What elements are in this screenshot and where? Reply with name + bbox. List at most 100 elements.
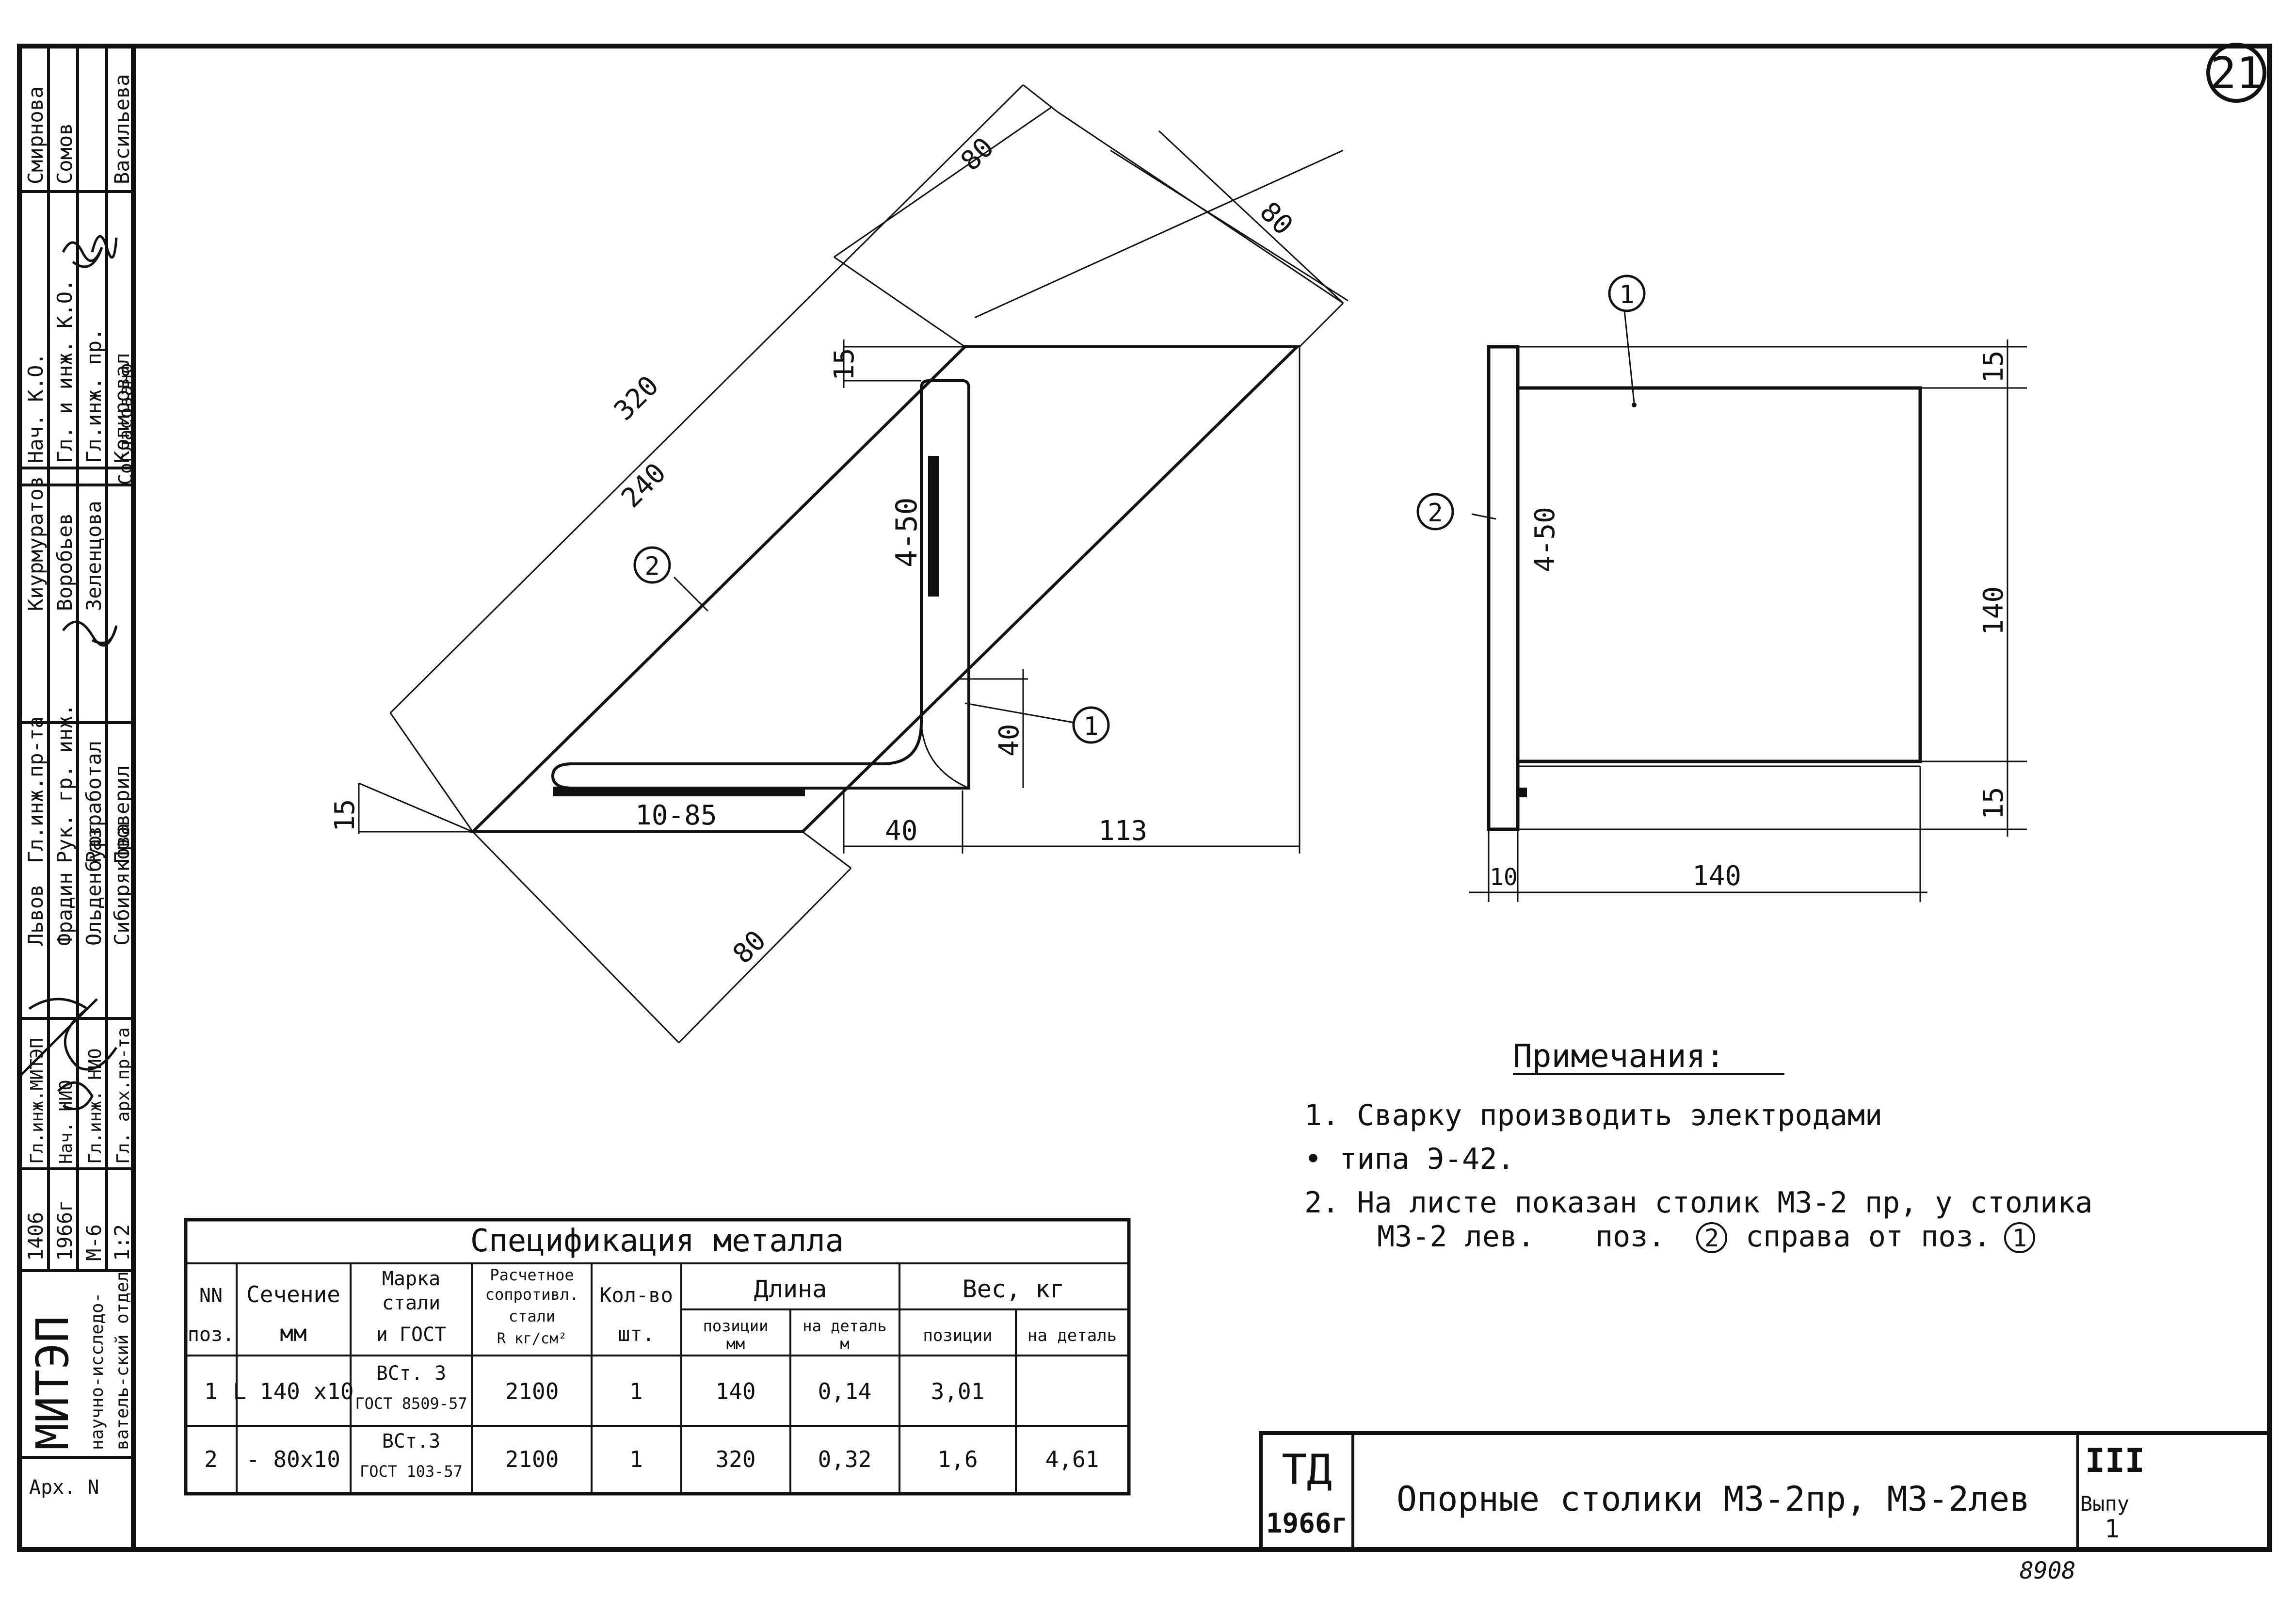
svg-text:Длина: Длина <box>754 1275 827 1303</box>
svg-text:15: 15 <box>829 348 860 381</box>
svg-text:0,14: 0,14 <box>818 1378 872 1404</box>
svg-text:Гл.инж.пр-та: Гл.инж.пр-та <box>24 716 48 863</box>
svg-text:сопротивл.: сопротивл. <box>485 1285 579 1304</box>
svg-text:Киурмуратов: Киурмуратов <box>24 476 48 611</box>
right-view-labels: 1 2 4-50 15 140 15 10 140 <box>1428 280 2009 892</box>
svg-text:15: 15 <box>1978 351 2009 383</box>
svg-text:2: 2 <box>204 1446 218 1472</box>
signature-scribbles <box>18 235 118 1111</box>
svg-text:Гл.инж. пр.: Гл.инж. пр. <box>82 328 106 463</box>
svg-text:3,01: 3,01 <box>931 1378 985 1404</box>
svg-text:ватель-ский отдел: ватель-ский отдел <box>112 1272 132 1450</box>
svg-text:240: 240 <box>615 457 672 514</box>
notes: Примечания: 1. Сварку производить электр… <box>1304 1037 2093 1254</box>
svg-text:15: 15 <box>329 799 361 832</box>
sheet-number-badge: 21 <box>2206 43 2266 103</box>
svg-text:10: 10 <box>1490 864 1518 891</box>
svg-text:2: 2 <box>644 552 659 581</box>
svg-text:Ольденбург: Ольденбург <box>82 823 106 946</box>
svg-text:1: 1 <box>1619 280 1634 309</box>
svg-text:1:2: 1:2 <box>110 1224 134 1261</box>
svg-text:Гл.инж. НИО: Гл.инж. НИО <box>85 1049 105 1164</box>
svg-text:L 140 x10: L 140 x10 <box>233 1378 353 1404</box>
svg-text:М-6: М-6 <box>82 1224 106 1261</box>
svg-text:2100: 2100 <box>505 1378 559 1404</box>
title-block-text: ТД 1966г Опорные столики М3-2пр, М3-2лев… <box>1266 1442 2145 1544</box>
svg-text:М3-2 лев.: М3-2 лев. <box>1377 1220 1535 1254</box>
left-view <box>358 84 1349 1044</box>
spec-table-title: Спецификация металла <box>470 1223 844 1259</box>
svg-text:мм: мм <box>280 1320 306 1346</box>
svg-text:Сечение: Сечение <box>246 1281 340 1307</box>
svg-text:15: 15 <box>1978 787 2009 820</box>
svg-text:40: 40 <box>994 724 1025 757</box>
svg-text:NN: NN <box>199 1285 223 1307</box>
svg-text:140: 140 <box>1692 860 1741 892</box>
svg-text:Фрадин: Фрадин <box>53 872 77 946</box>
svg-text:- 80x10: - 80x10 <box>246 1446 340 1472</box>
title-block <box>1259 1431 2271 1551</box>
svg-text:Сибирякова: Сибирякова <box>110 823 134 946</box>
svg-text:1: 1 <box>2012 1224 2027 1252</box>
svg-text:R кг/см²: R кг/см² <box>497 1330 567 1347</box>
notes-title: Примечания: <box>1513 1037 1725 1075</box>
spec-table <box>184 1218 1131 1496</box>
svg-text:ВСт.3: ВСт.3 <box>382 1430 440 1453</box>
svg-text:Нач. К.О.: Нач. К.О. <box>24 353 48 463</box>
svg-text:III: III <box>2085 1442 2145 1480</box>
svg-text:113: 113 <box>1098 815 1147 847</box>
svg-text:4-50: 4-50 <box>1529 507 1561 572</box>
right-view <box>1416 274 2027 902</box>
svg-text:справа от поз.: справа от поз. <box>1746 1220 1991 1254</box>
left-view-labels: 80 80 320 240 15 15 4-50 10-85 40 40 113… <box>329 131 1299 970</box>
note-line-1: 1. Сварку производить электродами <box>1304 1098 1882 1132</box>
svg-text:Воробьев: Воробьев <box>53 513 77 611</box>
svg-text:Нач. НИО: Нач. НИО <box>56 1080 76 1164</box>
svg-text:140: 140 <box>715 1378 755 1404</box>
spec-table-text: Спецификация металла NN поз. Сечение мм … <box>188 1223 1117 1481</box>
svg-text:Разработал: Разработал <box>82 741 106 863</box>
svg-text:4-50: 4-50 <box>890 498 924 568</box>
svg-text:1966г: 1966г <box>53 1200 77 1261</box>
svg-text:Львов: Львов <box>24 885 48 946</box>
svg-text:ВСт. 3: ВСт. 3 <box>376 1362 447 1385</box>
svg-text:позиции: позиции <box>703 1317 769 1335</box>
drawing-title: Опорные столики М3-2пр, М3-2лев <box>1397 1479 2030 1519</box>
archive-number: 8908 <box>2020 1557 2076 1584</box>
note-line-3: 2. На листе показан столик М3-2 пр, у ст… <box>1304 1186 2093 1220</box>
svg-text:2: 2 <box>1428 499 1443 528</box>
svg-text:140: 140 <box>1978 586 2009 635</box>
svg-text:1: 1 <box>629 1378 643 1404</box>
svg-text:Гл.инж.МИТЭП: Гл.инж.МИТЭП <box>27 1038 47 1164</box>
sheet-number: 21 <box>2210 48 2263 99</box>
svg-text:1: 1 <box>2104 1515 2119 1544</box>
svg-text:1966г: 1966г <box>1266 1508 1348 1539</box>
svg-text:научно-исследо-: научно-исследо- <box>87 1292 107 1450</box>
svg-text:ГОСТ 103-57: ГОСТ 103-57 <box>360 1462 463 1481</box>
svg-text:Смирнова: Смирнова <box>24 86 48 184</box>
svg-text:320: 320 <box>608 370 665 426</box>
svg-text:на деталь: на деталь <box>803 1317 886 1335</box>
svg-text:мм: мм <box>726 1335 745 1353</box>
svg-text:40: 40 <box>885 815 917 847</box>
svg-text:1: 1 <box>1083 712 1098 741</box>
svg-text:ГОСТ 8509-57: ГОСТ 8509-57 <box>355 1394 467 1413</box>
svg-text:320: 320 <box>715 1446 755 1472</box>
svg-text:Сомов: Сомов <box>53 123 77 184</box>
svg-text:Гл. и инж. К.О.: Гл. и инж. К.О. <box>53 279 77 463</box>
svg-text:Васильева: Васильева <box>110 74 134 184</box>
svg-text:на деталь: на деталь <box>1028 1326 1117 1345</box>
svg-text:Марка: Марка <box>382 1268 440 1290</box>
svg-text:80: 80 <box>955 131 1000 177</box>
svg-text:Зеленцова: Зеленцова <box>82 500 106 611</box>
svg-text:10-85: 10-85 <box>635 800 717 831</box>
svg-text:1: 1 <box>629 1446 643 1472</box>
svg-text:ТД: ТД <box>1282 1446 1332 1494</box>
svg-text:стали: стали <box>382 1292 440 1314</box>
side-stamp-text: Смирнова Сомов Васильева Нач. К.О. Гл. и… <box>24 74 136 1499</box>
svg-text:2100: 2100 <box>505 1446 559 1472</box>
svg-text:1406: 1406 <box>24 1212 48 1261</box>
svg-text:м: м <box>840 1335 849 1353</box>
svg-text:Гл. арх.пр-та: Гл. арх.пр-та <box>113 1027 133 1164</box>
